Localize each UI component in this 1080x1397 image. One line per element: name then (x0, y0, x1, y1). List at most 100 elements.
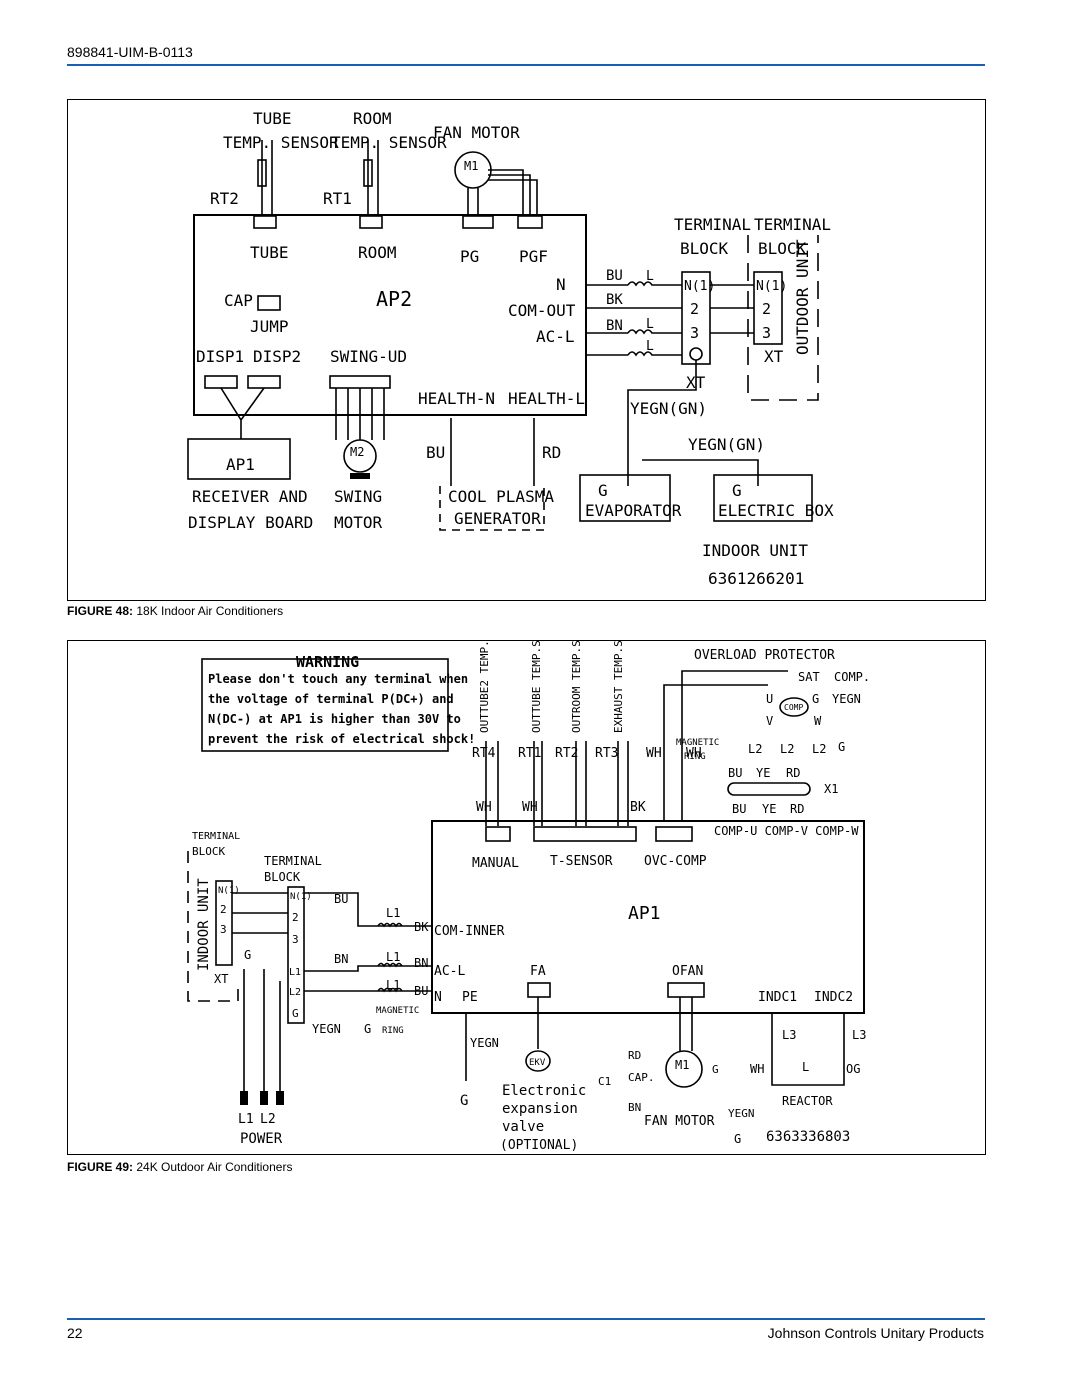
t-sensor-connector (533, 826, 637, 842)
warning-title: WARNING (296, 653, 359, 671)
w-label: W (814, 714, 822, 728)
bk-label: BK (630, 800, 646, 815)
magnetic-label-b: MAGNETIC (376, 1006, 419, 1016)
pgf-label: PGF (519, 247, 548, 266)
figure-48-title: 18K Indoor Air Conditioners (136, 604, 284, 618)
swing-motor-m2-symbol (343, 439, 377, 473)
pe-ground-wires (465, 997, 539, 1081)
tube-connector (253, 215, 277, 229)
optional-label: (OPTIONAL) (500, 1138, 578, 1153)
n-label: N (556, 275, 566, 294)
expansion-label: expansion (502, 1101, 578, 1117)
u-label: U (766, 692, 773, 706)
yegn-label-comp: YEGN (832, 692, 861, 706)
bu-label-comp: BU (728, 766, 742, 780)
g-label-ring: G (364, 1022, 371, 1036)
n1-label: N(1) (684, 279, 715, 294)
outdoor-unit-label: OUTDOOR UNIT (793, 239, 812, 355)
rt2-label: RT2 (555, 746, 578, 761)
t3-label-indoor: 3 (220, 923, 227, 936)
ground-terminal-icon (689, 347, 703, 361)
yegn-label-fan: YEGN (728, 1107, 755, 1120)
swing-motor-base (350, 473, 370, 479)
rd-label-fan: RD (628, 1049, 641, 1062)
terminal-label-outdoor: TERMINAL (264, 854, 322, 868)
rt3-label: RT3 (595, 746, 618, 761)
t2-label-outdoor: 2 (292, 911, 299, 924)
ekv-label: EKV (529, 1058, 546, 1068)
l-label-b: L (646, 317, 654, 332)
compressor-symbol (779, 697, 809, 717)
ground-wires (627, 360, 759, 486)
power-line-wires (304, 892, 432, 993)
warning-line-3: N(DC-) at AP1 is higher than 30V to (208, 712, 461, 726)
power-l2-plug (260, 1091, 268, 1105)
wh-label-a: WH (646, 746, 662, 761)
g-label-pe: G (460, 1093, 468, 1109)
display-board-label: DISPLAY BOARD (188, 513, 313, 532)
cap-label: CAP. (628, 1071, 655, 1084)
bn-label-line: BN (334, 952, 348, 966)
reactor-wires (771, 1013, 845, 1086)
n1-label-b: N(1) (756, 279, 787, 294)
c1-label: C1 (598, 1075, 611, 1088)
ap1-board (431, 820, 865, 1014)
footer-rule (67, 1318, 985, 1320)
ring-label: RING (684, 752, 706, 762)
m1-label: M1 (675, 1058, 689, 1072)
company-name: Johnson Controls Unitary Products (767, 1325, 984, 1341)
fa-connector (527, 982, 551, 998)
g-label-fan: G (712, 1063, 719, 1076)
electric-box-label: ELECTRIC BOX (718, 501, 834, 520)
l1-label-c: L1 (386, 978, 400, 992)
ofan-connector (667, 982, 705, 998)
indoor-unit-label: INDOOR UNIT (196, 878, 212, 971)
figure-48-caption: FIGURE 48: 18K Indoor Air Conditioners (67, 604, 283, 618)
block-label-a: BLOCK (680, 239, 729, 258)
bn-label-line-b: BN (414, 956, 428, 970)
warning-line-2: the voltage of terminal P(DC+) and (208, 692, 454, 706)
l3-label-a: L3 (782, 1028, 796, 1042)
sensor-wires (485, 741, 629, 826)
ap2-board (193, 214, 587, 416)
warning-line-4: prevent the risk of electrical shock! (208, 732, 475, 746)
rt1-thermistor (363, 159, 373, 187)
swing-ud-label: SWING-UD (330, 347, 407, 366)
pe-label: PE (462, 990, 478, 1005)
l-label-reactor: L (802, 1060, 809, 1074)
sensor-label-outtube: OUTTUBE TEMP.SENSOR (530, 641, 543, 733)
ap1-label: AP1 (628, 903, 661, 924)
bu-label-x1: BU (732, 802, 746, 816)
document-id: 898841-UIM-B-0113 (67, 44, 193, 60)
n1-label-indoor: N(1) (218, 886, 240, 896)
fan-motor-wires (679, 997, 693, 1051)
overload-wires (663, 670, 788, 821)
xt-label: XT (214, 972, 228, 986)
wh-label-b: WH (686, 746, 702, 761)
electric-box (713, 474, 813, 522)
figure-48-label: FIGURE 48: (67, 604, 134, 618)
evaporator-box (579, 474, 671, 522)
reactor-label: REACTOR (782, 1094, 833, 1108)
tube-label: TUBE (253, 109, 292, 128)
ovc-comp-label: OVC-COMP (644, 854, 707, 869)
t3-label-outdoor: 3 (292, 933, 299, 946)
ap2-label: AP2 (376, 287, 412, 311)
fan-motor-label: FAN MOTOR (644, 1114, 715, 1129)
rd-label: RD (542, 443, 561, 462)
ekv-valve-symbol (525, 1050, 551, 1072)
l-label-c: L (646, 339, 654, 354)
xt-label-b: XT (764, 347, 784, 366)
figure-49-label: FIGURE 49: (67, 1160, 134, 1174)
tube-connector-label: TUBE (250, 243, 289, 262)
figure-49-title: 24K Outdoor Air Conditioners (136, 1160, 293, 1174)
indoor-unit-label: INDOOR UNIT (702, 541, 808, 560)
wiring-diagram-18k: TUBE TEMP. SENSOR ROOM TEMP. SENSOR FAN … (187, 109, 834, 588)
generator-label: GENERATOR (454, 509, 541, 528)
bu-label: BU (606, 268, 623, 284)
figure-49-diagram: WARNING Please don't touch any terminal … (67, 640, 986, 1155)
valve-label: valve (502, 1119, 544, 1135)
l1-label-a: L1 (386, 906, 400, 920)
swing-label: SWING (334, 487, 382, 506)
health-l-label: HEALTH-L (508, 389, 585, 408)
